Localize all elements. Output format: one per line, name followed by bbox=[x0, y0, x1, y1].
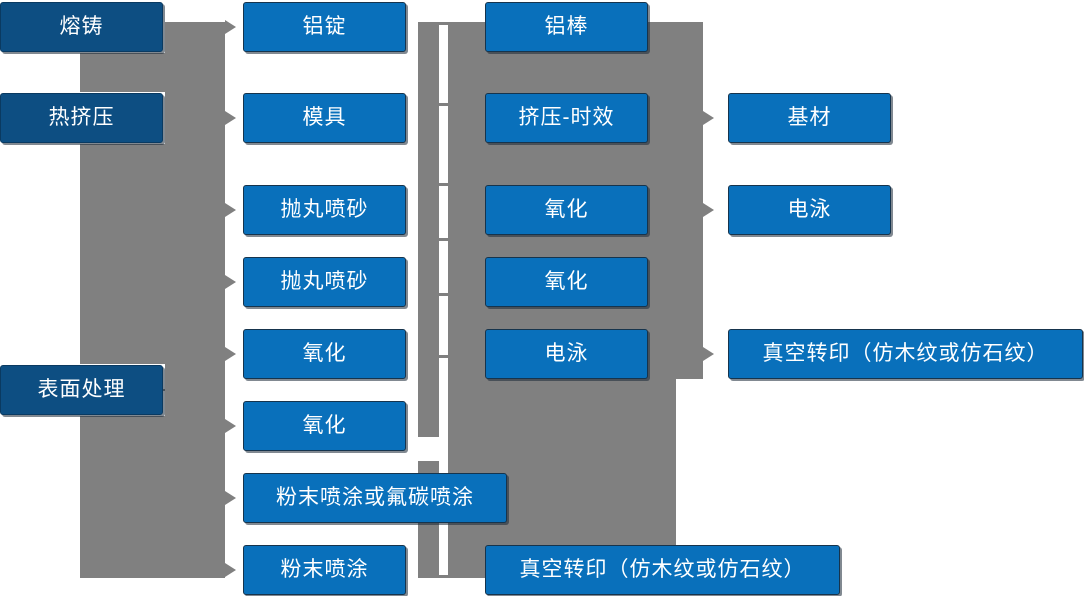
node-label: 铝棒 bbox=[544, 15, 589, 39]
node-label: 熔铸 bbox=[59, 15, 104, 39]
arrow-to-aluminum-ingot bbox=[225, 20, 236, 34]
node-label: 真空转印（仿木纹或仿石纹） bbox=[762, 342, 1049, 366]
node-label: 氧化 bbox=[544, 198, 589, 222]
node-label: 氧化 bbox=[302, 414, 347, 438]
node-aluminum-ingot[interactable]: 铝锭 bbox=[243, 2, 406, 52]
node-label: 氧化 bbox=[302, 342, 347, 366]
node-label: 电泳 bbox=[544, 342, 589, 366]
node-stage-surface-treatment[interactable]: 表面处理 bbox=[0, 365, 163, 415]
node-stage-melt-cast[interactable]: 熔铸 bbox=[0, 2, 163, 52]
connector-left-fan-cut-low bbox=[0, 416, 80, 596]
node-electrophoresis-c4[interactable]: 电泳 bbox=[728, 185, 891, 235]
node-label: 挤压-时效 bbox=[518, 106, 615, 130]
node-label: 真空转印（仿木纹或仿石纹） bbox=[519, 558, 806, 582]
node-label: 氧化 bbox=[544, 270, 589, 294]
node-label: 基材 bbox=[787, 106, 832, 130]
node-extrusion-aging[interactable]: 挤压-时效 bbox=[485, 93, 648, 143]
node-oxidation-c3-1[interactable]: 氧化 bbox=[485, 185, 648, 235]
node-powder-coating[interactable]: 粉末喷涂 bbox=[243, 545, 406, 595]
node-stage-hot-extrusion[interactable]: 热挤压 bbox=[0, 93, 163, 143]
node-label: 表面处理 bbox=[37, 378, 126, 402]
node-powder-or-pvdf-coating[interactable]: 粉末喷涂或氟碳喷涂 bbox=[243, 473, 507, 523]
arrow-to-powder-coating bbox=[225, 563, 236, 577]
node-mould[interactable]: 模具 bbox=[243, 93, 406, 143]
node-label: 粉末喷涂或氟碳喷涂 bbox=[276, 486, 474, 510]
node-vacuum-transfer-c4[interactable]: 真空转印（仿木纹或仿石纹） bbox=[728, 329, 1083, 379]
arrow-to-oxidation-c2-1 bbox=[225, 347, 236, 361]
connector-left-fan-cut-body bbox=[0, 144, 80, 364]
node-aluminum-bar[interactable]: 铝棒 bbox=[485, 2, 648, 52]
connector-middle-rail-gap-1 bbox=[418, 437, 439, 461]
node-shot-blast-sandblast-2[interactable]: 抛丸喷砂 bbox=[243, 257, 406, 307]
arrow-to-powder-or-pvdf bbox=[225, 491, 236, 505]
node-oxidation-c2-1[interactable]: 氧化 bbox=[243, 329, 406, 379]
node-base-material[interactable]: 基材 bbox=[728, 93, 891, 143]
node-label: 电泳 bbox=[787, 198, 832, 222]
arrow-to-shot-blast-2 bbox=[225, 275, 236, 289]
connector-column-three-block-notch bbox=[676, 379, 703, 545]
arrow-to-mould bbox=[225, 111, 236, 125]
node-label: 粉末喷涂 bbox=[280, 558, 369, 582]
arrow-to-oxidation-c2-2 bbox=[225, 419, 236, 433]
node-oxidation-c3-2[interactable]: 氧化 bbox=[485, 257, 648, 307]
node-oxidation-c2-2[interactable]: 氧化 bbox=[243, 401, 406, 451]
node-label: 抛丸喷砂 bbox=[280, 198, 369, 222]
connector-left-fan-cut-upper bbox=[0, 53, 80, 92]
node-vacuum-transfer-c3[interactable]: 真空转印（仿木纹或仿石纹） bbox=[485, 545, 840, 595]
arrow-to-shot-blast-1 bbox=[225, 203, 236, 217]
arrow-to-vacuum-transfer-c4 bbox=[703, 347, 714, 361]
node-label: 热挤压 bbox=[48, 106, 115, 130]
arrow-to-base-material bbox=[703, 111, 714, 125]
node-shot-blast-sandblast-1[interactable]: 抛丸喷砂 bbox=[243, 185, 406, 235]
node-label: 模具 bbox=[302, 106, 347, 130]
node-electrophoresis-c3[interactable]: 电泳 bbox=[485, 329, 648, 379]
node-label: 抛丸喷砂 bbox=[280, 270, 369, 294]
connector-stub-surface-treatment bbox=[163, 389, 187, 391]
arrow-to-electrophoresis-c4 bbox=[703, 203, 714, 217]
node-label: 铝锭 bbox=[302, 15, 347, 39]
